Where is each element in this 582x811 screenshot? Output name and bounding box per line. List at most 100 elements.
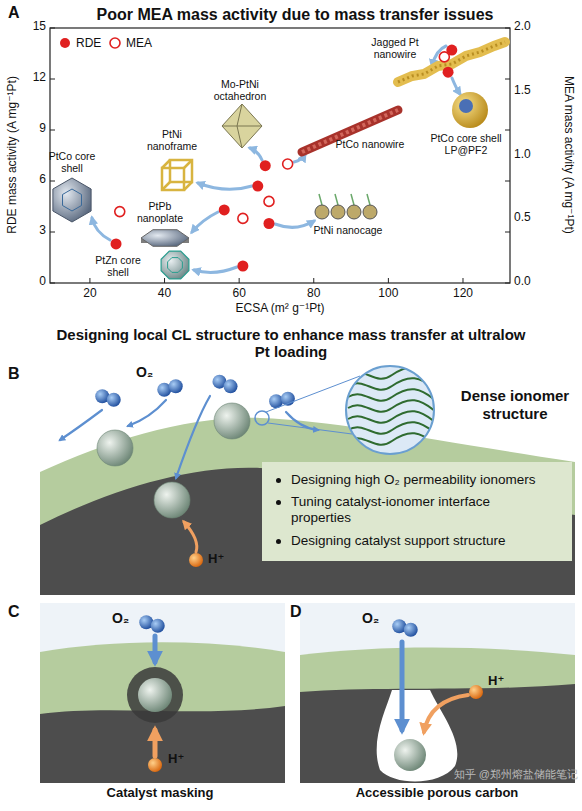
pointer-arrow <box>452 78 460 94</box>
ligand <box>319 194 322 205</box>
rde-point <box>260 160 271 171</box>
proton <box>189 553 203 567</box>
panel-letter: D <box>290 603 310 621</box>
pt-particle <box>394 739 426 771</box>
tick <box>505 181 510 182</box>
node-heading: Dense ionomer structure <box>445 387 582 423</box>
oxygen-atom <box>107 393 121 407</box>
ligand <box>335 194 338 205</box>
pointer-arrow <box>192 212 218 232</box>
octahedron-edge <box>222 126 262 127</box>
catalyst-label: PtCo nanowire <box>325 138 415 150</box>
panel-letter: A <box>8 4 28 22</box>
rde-point <box>443 67 454 78</box>
core-shell-facet <box>63 189 82 211</box>
o2-path <box>400 642 405 730</box>
catalyst-label: Mo-PtNi octahedron <box>207 78 273 102</box>
ionomer-layer <box>40 418 575 595</box>
ionomer-chain <box>348 378 436 390</box>
rde-point <box>237 261 248 272</box>
nanoplate <box>141 230 189 247</box>
pointer-arrow <box>250 148 262 160</box>
ligand <box>351 194 354 205</box>
nanoframe-edge <box>184 160 192 168</box>
tick <box>505 283 510 284</box>
bullet-dot <box>276 539 281 544</box>
bullet-text: Tuning catalyst-ionomer interface proper… <box>291 494 536 526</box>
tick <box>50 181 55 182</box>
tick-label: 0.5 <box>514 211 554 225</box>
species-label: H⁺ <box>208 552 248 567</box>
legend-swatch <box>58 36 72 50</box>
pt-particle <box>214 403 250 439</box>
mea-point <box>439 52 449 62</box>
catalyst-label: PtPb nanoplate <box>130 200 190 224</box>
bullet-box: Designing high O₂ permeability ionomersT… <box>262 462 572 561</box>
pointer-arrow <box>194 267 237 272</box>
legend-text: RDE <box>76 36 101 50</box>
legend-marker <box>110 38 120 48</box>
catalyst-label: PtCo core shell LP@PF2 <box>420 132 512 156</box>
nanoframe-edge <box>162 160 170 168</box>
tick <box>505 28 510 29</box>
masking-shell <box>127 667 183 723</box>
species-label: H⁺ <box>168 752 208 767</box>
tick-label: 60 <box>219 287 259 301</box>
legend-marker <box>60 38 70 48</box>
rde-point <box>263 218 274 229</box>
ionomer-chains <box>348 367 436 445</box>
ionomer-layer <box>300 648 575 784</box>
tick <box>50 130 55 131</box>
panel-letter: B <box>8 365 28 383</box>
o2-path <box>176 396 210 478</box>
mea-point <box>238 213 248 223</box>
proton-path <box>424 695 468 732</box>
catalyst-label: PtCo core shell <box>43 150 101 174</box>
legend-swatch <box>108 36 122 50</box>
tick <box>50 28 55 29</box>
octahedron <box>222 104 262 148</box>
nanoframe-edge <box>162 168 184 190</box>
ligand <box>367 194 370 205</box>
tick <box>505 79 510 80</box>
bullet-row: Designing catalyst support structure <box>276 533 536 549</box>
legend-item: RDE <box>58 36 101 50</box>
tick <box>313 278 314 283</box>
ionomer-chain <box>348 433 436 445</box>
zn-core-facet <box>168 258 183 273</box>
tick <box>462 278 463 283</box>
catalyst-label: PtNi nanocage <box>303 224 393 236</box>
pointer-arrow <box>198 183 252 189</box>
rde-point <box>219 204 230 215</box>
tick-label: 1.0 <box>514 148 554 162</box>
lp-particle <box>452 92 488 128</box>
legend-item: MEA <box>108 36 152 50</box>
nanocage <box>347 205 361 219</box>
plot-frame <box>50 28 510 283</box>
ionomer-layer <box>40 642 285 783</box>
mea-point <box>115 207 125 217</box>
mea-point <box>264 196 274 206</box>
panel-title: Poor MEA mass activity due to mass trans… <box>35 6 555 24</box>
pt-particle <box>154 482 190 518</box>
oxygen-atom <box>169 379 183 393</box>
tick-label: 120 <box>443 287 483 301</box>
lp-core <box>459 99 473 113</box>
panel-bg <box>40 603 285 783</box>
panel-letter: C <box>8 603 28 621</box>
bullet-row: Tuning catalyst-ionomer interface proper… <box>276 494 536 526</box>
oxygen-atom <box>151 619 165 633</box>
tick-label: 20 <box>70 287 110 301</box>
panel-caption: Catalyst masking <box>50 786 270 801</box>
proton-path <box>184 522 197 552</box>
tick <box>50 79 55 80</box>
nanocage <box>331 205 345 219</box>
catalyst-label: PtNi nanoframe <box>142 128 202 152</box>
panel-title: Designing local CL structure to enhance … <box>56 326 526 361</box>
tick-label: 100 <box>368 287 408 301</box>
tick-label: 15 <box>10 20 46 34</box>
axis-title: ECSA (m² g⁻¹Pt) <box>180 302 380 316</box>
tick <box>388 278 389 283</box>
bullet-dot <box>276 478 281 483</box>
proton <box>469 685 483 699</box>
